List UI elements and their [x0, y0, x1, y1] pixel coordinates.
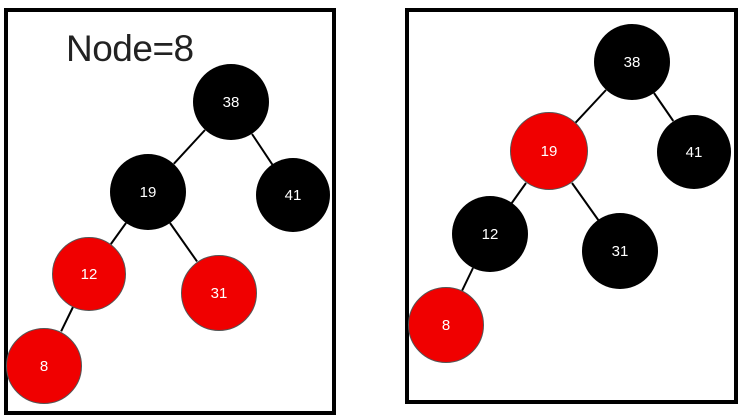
left-tree-node-41: 41 [256, 158, 330, 232]
left-tree-node-12: 12 [52, 237, 126, 311]
diagram-title: Node=8 [66, 28, 194, 69]
left-tree-node-31: 31 [181, 255, 257, 331]
right-tree-node-41: 41 [657, 115, 731, 189]
right-tree-node-31: 31 [582, 213, 658, 289]
left-tree-node-8: 8 [6, 328, 82, 404]
left-tree-node-19: 19 [110, 154, 186, 230]
right-tree-node-12: 12 [452, 196, 528, 272]
right-tree-node-8: 8 [408, 287, 484, 363]
right-tree-node-38: 38 [594, 24, 670, 100]
right-tree-node-19: 19 [510, 112, 588, 190]
left-tree-node-38: 38 [193, 64, 269, 140]
